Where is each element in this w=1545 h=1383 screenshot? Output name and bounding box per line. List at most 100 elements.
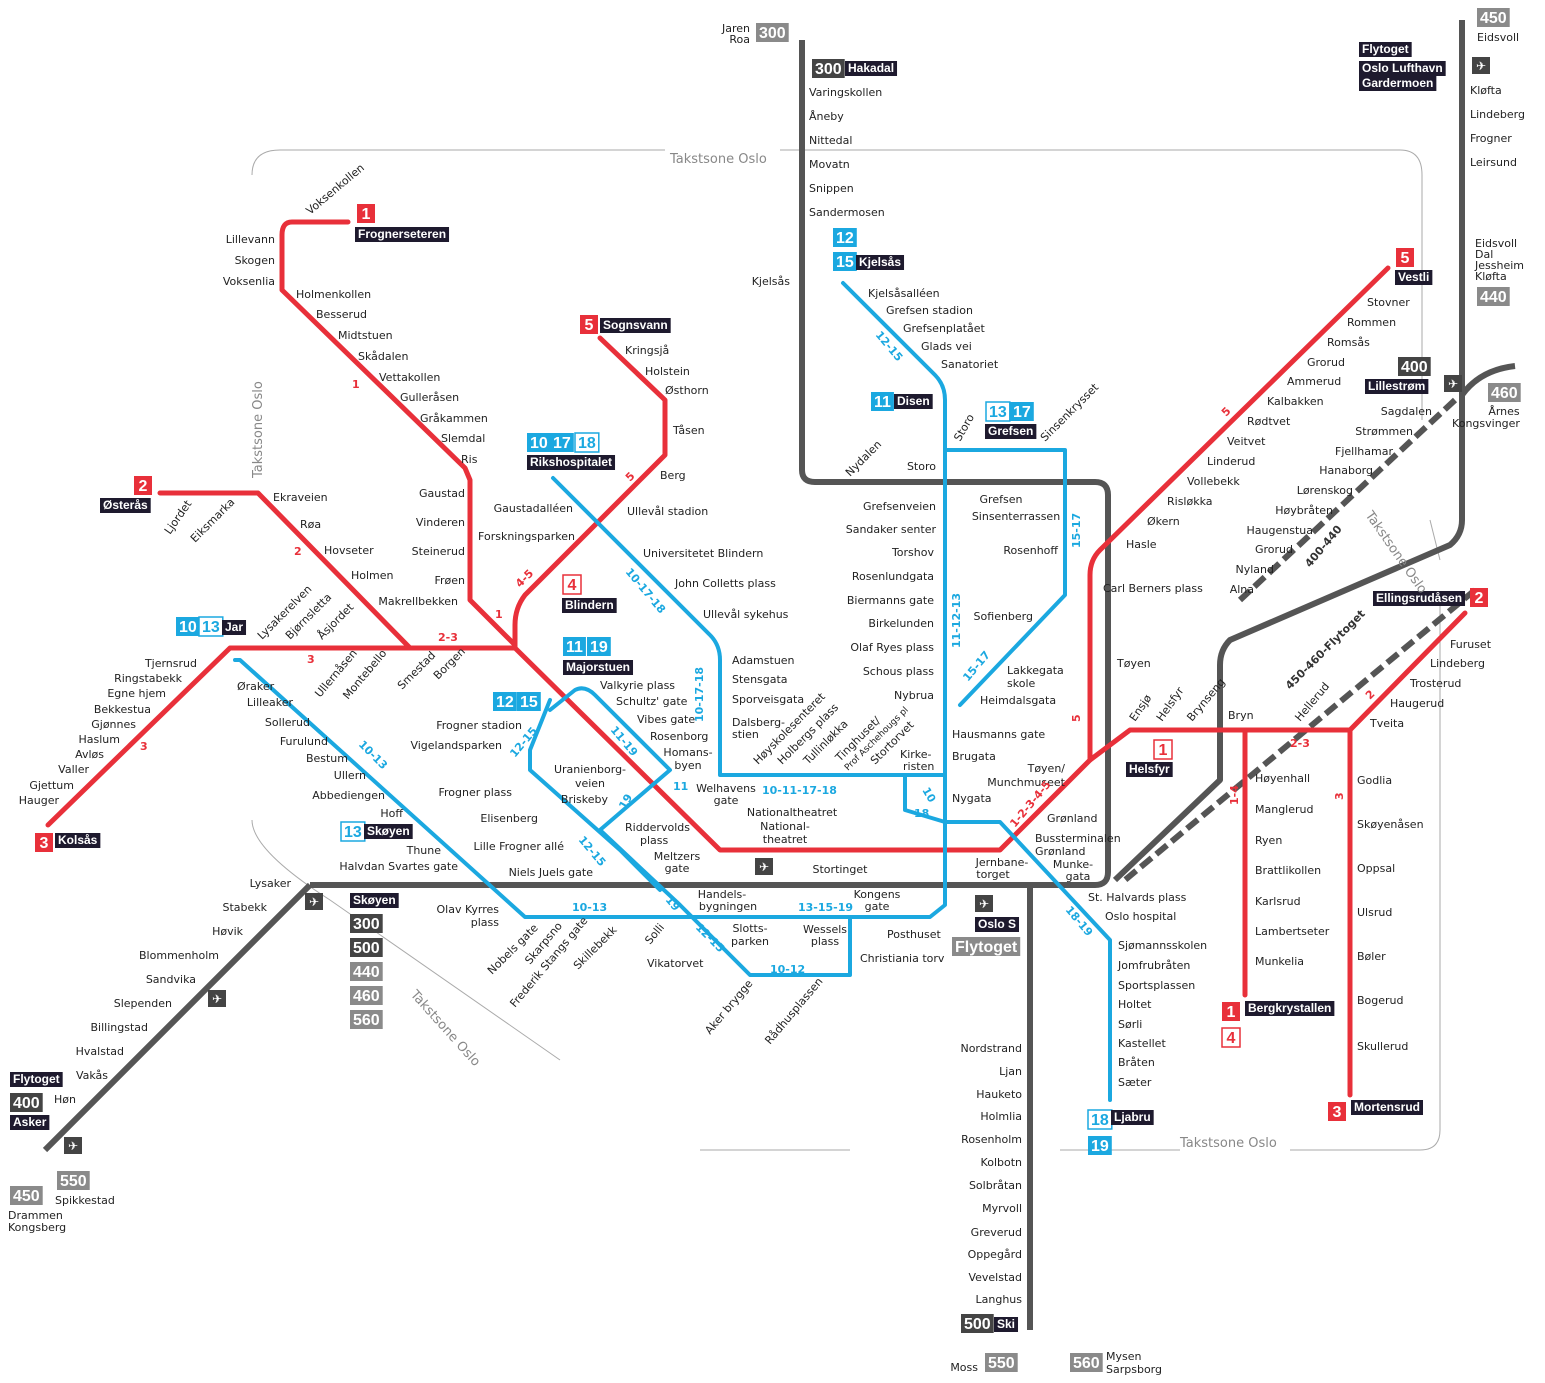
- station-label: Thune: [406, 844, 442, 857]
- line-number-label: 19: [663, 894, 683, 914]
- station-label: Kongsberg: [8, 1221, 66, 1234]
- station-label: Munkelia: [1255, 955, 1304, 968]
- station-label: byen: [674, 759, 701, 772]
- route-badge: Ljabru: [1111, 1110, 1154, 1125]
- route-badge: 18: [1087, 1109, 1113, 1130]
- station-label: Tveita: [1369, 717, 1404, 730]
- badge-background: [493, 692, 517, 711]
- zone-label: Takstsone Oslo: [1179, 1136, 1277, 1151]
- badge-background: [812, 59, 845, 78]
- station-label: Frøen: [434, 574, 465, 587]
- airport-icon-background: [64, 1137, 82, 1154]
- badge-background: [1396, 248, 1414, 267]
- station-label: Kirke-: [900, 748, 932, 761]
- station-label: Trosterud: [1409, 677, 1461, 690]
- line-number-label: 12-15: [576, 834, 609, 869]
- route-badge: 3: [35, 833, 53, 852]
- station-label: Uranienborg-: [554, 763, 626, 776]
- station-label: Frogner: [1470, 132, 1512, 145]
- route-badge: Grefsen: [985, 424, 1037, 439]
- route-badge: Blindern: [562, 598, 617, 613]
- station-label: Dalsberg-: [732, 716, 785, 729]
- badge-background: [527, 455, 616, 470]
- station-label: Biermanns gate: [847, 594, 934, 607]
- badge-background: [563, 637, 586, 656]
- metro-line-1: [279, 219, 518, 648]
- station-label: Abbediengen: [312, 789, 385, 802]
- badge-text: Helsfyr: [1129, 762, 1170, 776]
- tram-line-ljabru: [943, 820, 1112, 1102]
- badge-text: 3: [40, 835, 49, 852]
- station-label: Ringstabekk: [114, 672, 183, 685]
- badge-background: [1070, 1353, 1103, 1372]
- badge-background: [1395, 270, 1433, 285]
- station-label: Greverud: [971, 1226, 1022, 1239]
- rail-line-asker: [42, 882, 313, 1153]
- route-badge: Flytoget: [952, 937, 1021, 956]
- badge-text: 10: [530, 435, 548, 452]
- station-label: Ullern: [334, 769, 366, 782]
- station-label: Østhorn: [665, 384, 709, 397]
- station-label: Kastellet: [1118, 1037, 1166, 1050]
- station-label: Vakås: [76, 1069, 108, 1082]
- route-badge: 15: [833, 252, 857, 271]
- badge-background: [10, 1186, 43, 1205]
- station-label: Nordstrand: [960, 1042, 1022, 1055]
- station-label: Kløfta: [1475, 270, 1507, 283]
- route-badge: 10: [176, 617, 200, 636]
- station-label: Vollebekk: [1187, 475, 1240, 488]
- station-label: Welhavens: [696, 782, 756, 795]
- badge-background: [562, 574, 582, 595]
- station-label: Hasle: [1126, 538, 1157, 551]
- badge-text: Skøyen: [353, 893, 396, 907]
- line-number-label: 450-460-Flytoget: [1283, 607, 1368, 692]
- airport-icon-glyph: ✈: [309, 895, 319, 909]
- badge-background: [985, 401, 1011, 422]
- badge-background: [1010, 402, 1034, 421]
- station-label: Hellerud: [1292, 680, 1332, 724]
- airport-icon-glyph: ✈: [212, 992, 222, 1006]
- badge-text: 11: [566, 639, 583, 656]
- badge-background: [550, 433, 574, 452]
- station-label: Gaustadalléen: [494, 502, 573, 515]
- station-label: Rådhusplassen: [762, 975, 825, 1047]
- badge-text: 13: [344, 824, 362, 841]
- route-badge: Flytoget: [1359, 42, 1412, 57]
- line-number-label: 19: [616, 792, 635, 812]
- station-label: Hovseter: [324, 544, 374, 557]
- badge-text: 1: [1227, 1004, 1236, 1021]
- station-label: risten: [903, 760, 934, 773]
- badge-background: [10, 1093, 43, 1112]
- station-label: Rosenhoff: [1003, 544, 1058, 557]
- station-label: Frogner plass: [438, 786, 512, 799]
- rail-line-flytoget-2: [1123, 587, 1477, 883]
- station-label: Vettakollen: [379, 371, 440, 384]
- badge-text: 460: [1491, 385, 1518, 402]
- station-label: Heimdalsgata: [980, 694, 1056, 707]
- station-label: Hausmanns gate: [952, 728, 1045, 741]
- station-label: Furuset: [1450, 638, 1492, 651]
- station-label: Øraker: [237, 680, 275, 693]
- line-number-label: 12-15: [873, 329, 906, 364]
- station-label: Grefsenplatået: [903, 322, 986, 335]
- zone-label: Takstsone Oslo: [669, 152, 767, 167]
- station-label: Halvdan Svartes gate: [339, 860, 458, 873]
- tram-line-grefsen: [943, 448, 1067, 707]
- badge-text: Vestli: [1398, 270, 1429, 284]
- badge-background: [134, 476, 152, 495]
- station-label: Sandermosen: [809, 206, 885, 219]
- station-label: Grefsen: [980, 493, 1023, 506]
- station-label: Schous plass: [863, 665, 934, 678]
- station-label: Ullevål stadion: [627, 505, 708, 518]
- tram-line-rikshospitalet: [551, 476, 947, 777]
- line-number-label: 2-3: [1290, 737, 1310, 750]
- airport-icon: ✈: [755, 858, 773, 875]
- station-label: Høybråten: [1275, 504, 1333, 517]
- station-label: Gaustad: [419, 487, 465, 500]
- airport-icon-glyph: ✈: [1476, 59, 1486, 73]
- station-label: Roa: [729, 33, 750, 46]
- station-label: Munke-: [1053, 858, 1093, 871]
- route-badge: 550: [57, 1171, 90, 1190]
